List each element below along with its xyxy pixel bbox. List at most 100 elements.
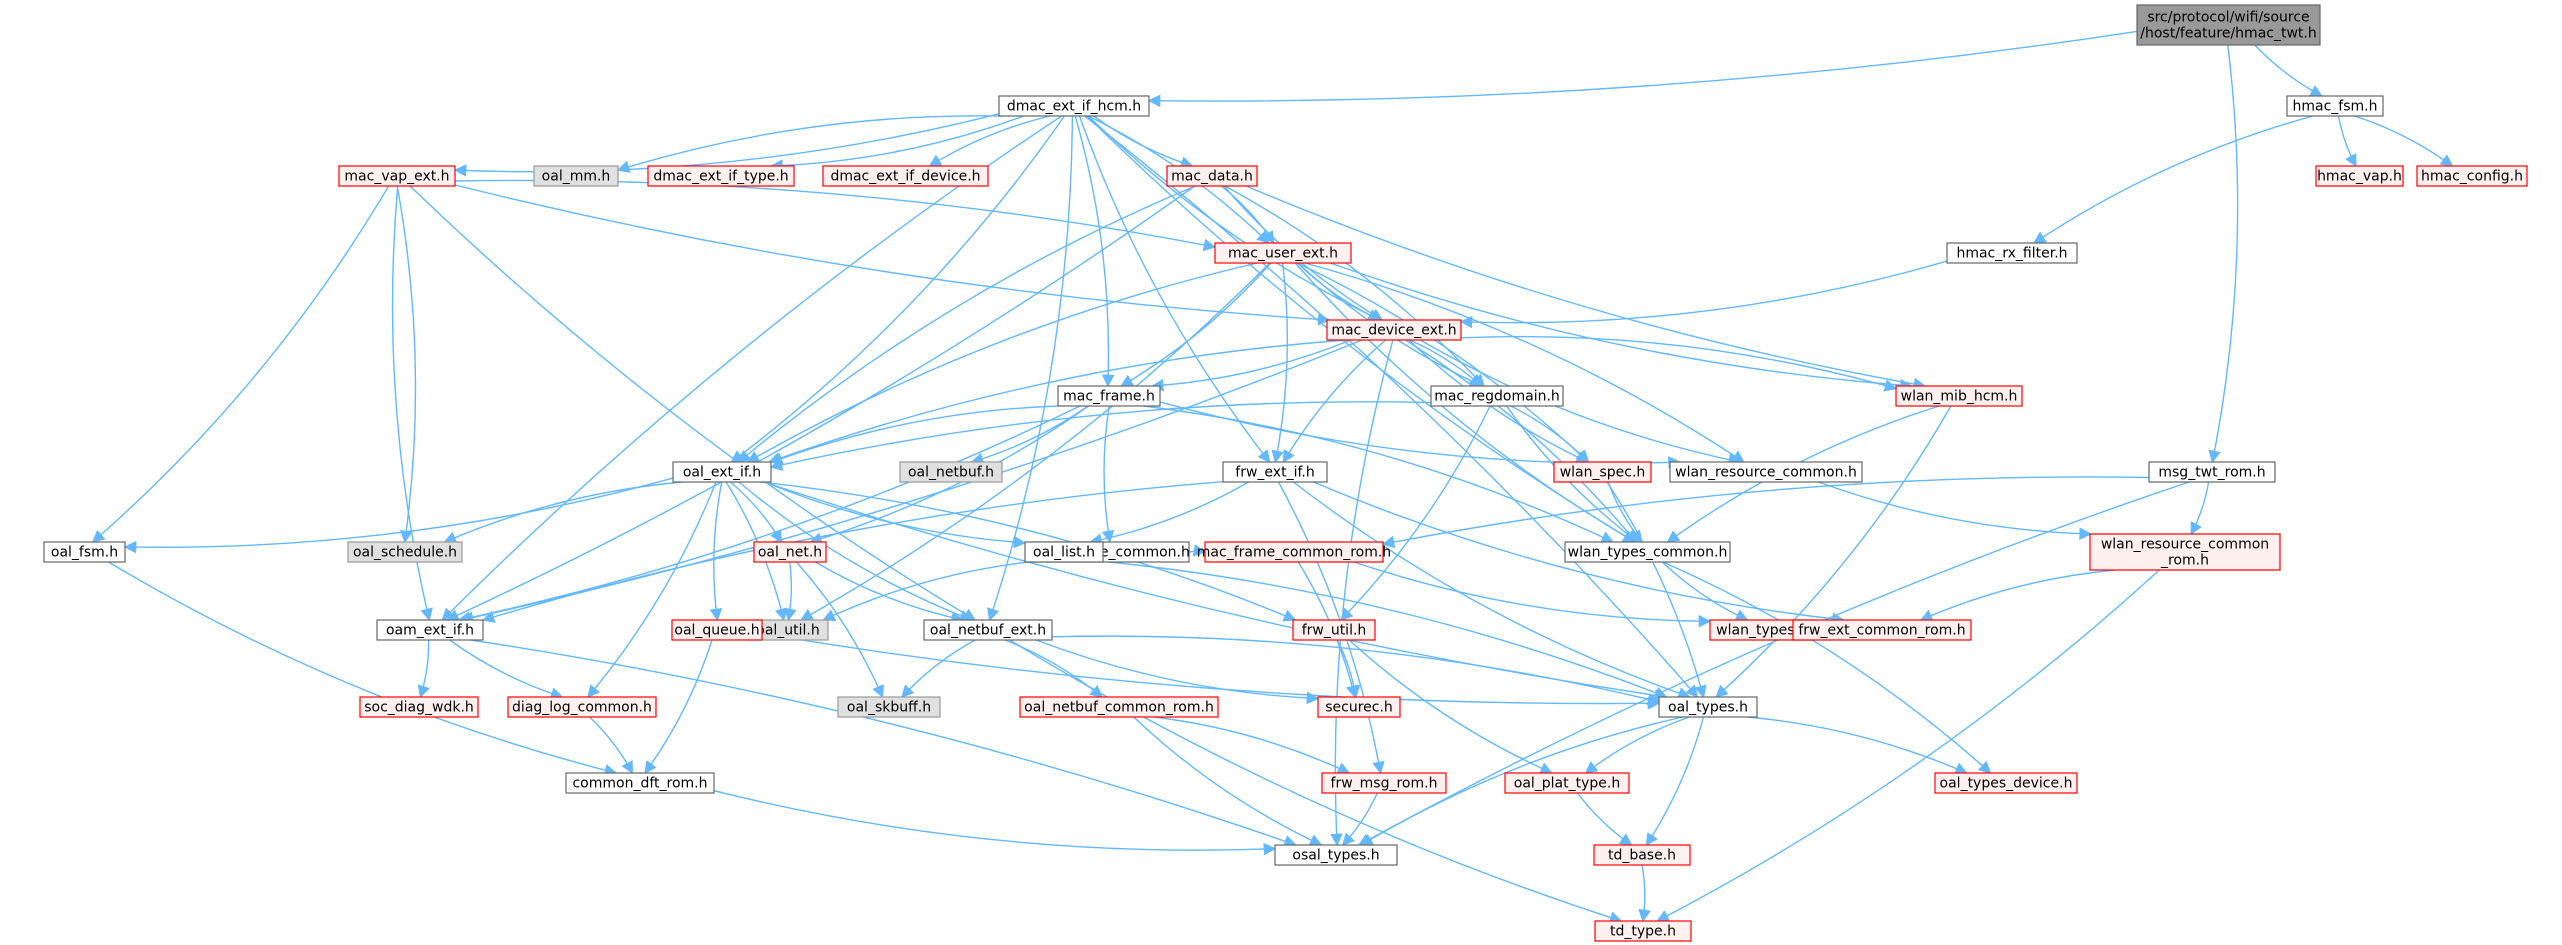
edge-oal_netbuf_common_rom-to-frw_msg_rom [1153,716,1351,774]
node-label: common_dft_rom.h [572,776,707,792]
edge-oal_net-to-oal_skbuff [795,561,884,699]
node-dmac-ext-if-type[interactable]: dmac_ext_if_type.h [647,165,795,187]
node-hmac-rx-filter[interactable]: hmac_rx_filter.h [1946,242,2078,264]
edge-dmac_ext_if_hcm-to-dmac_ext_if_device [928,115,1051,167]
node-oal-netbuf-common-rom[interactable]: oal_netbuf_common_rom.h [1019,696,1219,718]
node-wlan-resource-common[interactable]: wlan_resource_common.h [1669,461,1863,483]
node-box [923,619,1053,641]
node-box [1019,696,1219,718]
edge-dmac_ext_if_hcm-to-mac_vap_ext [453,113,1000,177]
node-oal-net[interactable]: oal_net.h [753,541,827,563]
node-common-dft-rom[interactable]: common_dft_rom.h [565,772,715,794]
edge-mac_regdomain-to-frw_util [1340,405,1491,621]
edge-mac_frame-to-oal_netbuf [970,405,1089,465]
edge-mac_user_ext-to-mac_frame [1120,262,1272,387]
node-securec[interactable]: securec.h [1317,696,1401,718]
node-oal-types[interactable]: oal_types.h [1658,696,1758,718]
node-label: _rom.h [2160,553,2209,569]
node-dmac-ext-if-device[interactable]: dmac_ext_if_device.h [822,165,989,187]
edge-oal_netbuf_ext-to-securec [1035,639,1320,705]
edge-mac_vap_ext-to-oal_netbuf_ext [409,185,977,621]
edge-mac_device_ext-to-wlan_resource_common [1419,339,1742,466]
edge-oal_plat_type-to-td_base [1576,792,1633,846]
node-oal-schedule[interactable]: oal_schedule.h [347,541,463,563]
edge-oal_netbuf_ext-to-td_type [1009,639,1623,924]
node-frw-ext-if[interactable]: frw_ext_if.h [1222,461,1328,483]
edge-oal_ext_if-to-diag_log_common [587,481,717,698]
edge-oal_netbuf_ext-to-oal_netbuf_common_rom [1004,639,1103,698]
node-box [998,95,1150,117]
node-mac-regdomain[interactable]: mac_regdomain.h [1430,385,1564,407]
node-td-base[interactable]: td_base.h [1593,844,1691,866]
edge-mac_vap_ext-to-mac_device_ext [454,184,1331,326]
node-label: osal_types.h [1292,848,1379,864]
edge-diag_log_common-to-common_dft_rom [589,716,634,775]
node-box [1934,772,2078,794]
edge-mac_device_ext-to-wlan_types_common [1405,339,1637,543]
edge-mac_frame_common_rom-to-wlan_types [1353,561,1712,628]
node-dmac-ext-if-hcm[interactable]: dmac_ext_if_hcm.h [998,95,1150,117]
node-mac-frame-common-rom[interactable]: mac_frame_common_rom.h [1197,541,1391,563]
edge-mac_regdomain-to-oal_ext_if [769,401,1432,471]
node-box [1292,619,1376,641]
node-oal-ext-if[interactable]: oal_ext_if.h [672,461,772,483]
node-diag-log-common[interactable]: diag_log_common.h [507,696,657,718]
node-oal-mm[interactable]: oal_mm.h [533,165,619,187]
node-soc-diag-wdk[interactable]: soc_diag_wdk.h [359,696,479,718]
node-oal-types-device[interactable]: oal_types_device.h [1934,772,2078,794]
node-box [1594,920,1692,942]
node-oal-plat-type[interactable]: oal_plat_type.h [1504,772,1630,794]
node-hmac-fsm[interactable]: hmac_fsm.h [2286,95,2384,117]
node-oal-netbuf[interactable]: oal_netbuf.h [899,461,1003,483]
node-hmac-vap[interactable]: hmac_vap.h [2315,165,2404,187]
node-mac-user-ext[interactable]: mac_user_ext.h [1214,242,1352,264]
node-box [822,165,989,187]
node-oal-list[interactable]: oal_list.h [1024,541,1104,563]
node-box [1658,696,1758,718]
node-box [1430,385,1564,407]
node-wlan-spec[interactable]: wlan_spec.h [1553,461,1652,483]
node-frw-msg-rom[interactable]: frw_msg_rom.h [1321,772,1447,794]
node-wlan-types-common[interactable]: wlan_types_common.h [1564,541,1731,563]
edge-frw_ext_if-to-oal_list [1089,481,1249,546]
node-frw-ext-common-rom[interactable]: frw_ext_common_rom.h [1792,619,1972,641]
node-oal-skbuff[interactable]: oal_skbuff.h [837,696,941,718]
node-label: frw_util.h [1302,623,1367,639]
node-box [1564,541,1731,563]
node-wlan-mib-hcm[interactable]: wlan_mib_hcm.h [1895,385,2023,407]
edge-mac_data-to-oal_ext_if [737,185,1196,463]
node-frw-util[interactable]: frw_util.h [1292,619,1376,641]
node-mac-frame[interactable]: mac_frame.h [1057,385,1161,407]
edge-mac_device_ext-to-wlan_mib_hcm [1460,335,1898,392]
node-osal-types[interactable]: osal_types.h [1274,844,1398,866]
node-oal-queue[interactable]: oal_queue.h [671,619,763,641]
edge-mac_regdomain-to-wlan_spec [1510,405,1590,463]
edge-oal_types-to-oal_plat_type [1584,716,1690,774]
node-oam-ext-if[interactable]: oam_ext_if.h [376,619,484,641]
node-wlan-types[interactable]: wlan_types.h [1709,619,1815,641]
node-oal-fsm[interactable]: oal_fsm.h [43,541,126,563]
edge-frw_msg_rom-to-osal_types [1341,792,1378,846]
node-box [1669,461,1863,483]
edge-hmac_rx_filter-to-mac_device_ext [1459,260,1948,329]
node-td-type[interactable]: td_type.h [1594,920,1692,942]
node-box [2315,165,2404,187]
node-root[interactable]: src/protocol/wifi/source/host/feature/hm… [2136,4,2321,46]
edge-msg_twt_rom-to-wlan_resource_common_rom [2190,481,2210,536]
node-oal-netbuf-ext[interactable]: oal_netbuf_ext.h [923,619,1053,641]
node-hmac-config[interactable]: hmac_config.h [2416,165,2528,187]
node-box [2136,4,2321,46]
node-label: oal_fsm.h [51,545,118,561]
edge-mac_device_ext-to-oal_ext_if [768,339,1347,465]
node-label: oal_skbuff.h [847,700,931,716]
node-mac-data[interactable]: mac_data.h [1166,165,1258,187]
node-mac-device-ext[interactable]: mac_device_ext.h [1326,319,1462,341]
node-label: src/protocol/wifi/source [2147,10,2309,26]
node-box [1222,461,1328,483]
node-wlan-resource-common-rom[interactable]: wlan_resource_common_rom.h [2089,533,2281,571]
node-oal-util[interactable]: oal_util.h [747,619,829,641]
node-label: oal_plat_type.h [1514,776,1620,792]
node-msg-twt-rom[interactable]: msg_twt_rom.h [2148,461,2276,483]
node-mac-vap-ext[interactable]: mac_vap_ext.h [338,165,456,187]
